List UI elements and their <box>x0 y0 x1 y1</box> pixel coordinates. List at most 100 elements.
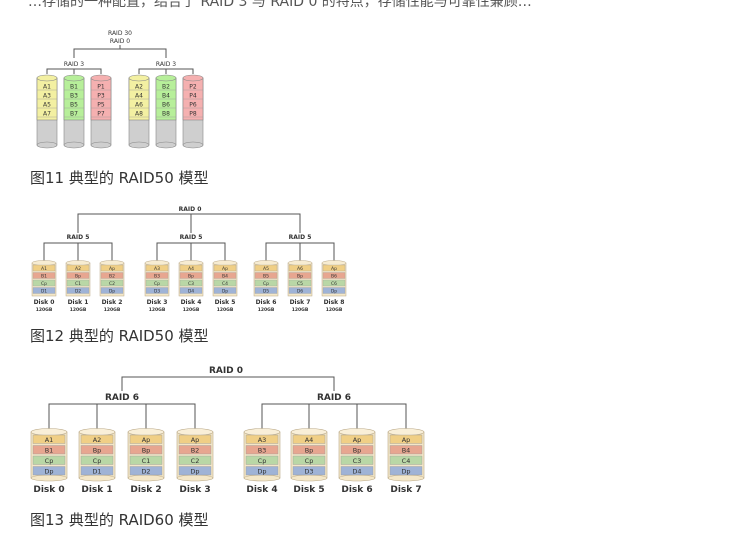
group-label: RAID 5 <box>67 234 90 241</box>
disk-size: 120GB <box>292 307 309 313</box>
block-label: Dp <box>44 468 53 476</box>
block <box>254 272 278 279</box>
block-label: B5 <box>263 274 269 280</box>
disk-bottom <box>90 141 112 149</box>
block <box>145 287 169 294</box>
block <box>292 455 326 465</box>
block-label: B2 <box>109 274 115 280</box>
block-label: Bp <box>297 274 303 280</box>
disk-size: 120GB <box>326 307 343 313</box>
disk-top <box>128 74 150 82</box>
block-label: A4 <box>188 266 194 272</box>
block <box>145 264 169 272</box>
disk-name: Disk 7 <box>290 299 311 306</box>
disk-bottom <box>127 474 165 482</box>
group-label: RAID 5 <box>289 234 312 241</box>
block-label: Ap <box>353 436 362 444</box>
block <box>32 455 66 465</box>
block-label: P1 <box>97 84 105 91</box>
block <box>340 445 374 455</box>
disk-size: 120GB <box>183 307 200 313</box>
top-text: …存储的一种配置，结合了 RAID 3 与 RAID 0 的特点，存储性能与可靠… <box>28 0 532 10</box>
block <box>179 287 203 294</box>
block <box>245 466 279 476</box>
block <box>322 287 346 294</box>
disk-name: Disk 5 <box>293 485 324 495</box>
disk-bottom <box>387 474 425 482</box>
block-label: Cp <box>258 457 267 465</box>
figure11-caption: 图11 典型的 RAID50 模型 <box>30 169 209 187</box>
block-label: B2 <box>191 447 200 455</box>
block-label: C6 <box>331 281 337 287</box>
block <box>145 272 169 279</box>
block <box>254 264 278 272</box>
block-label: Ap <box>402 436 411 444</box>
block-label: Dp <box>222 289 228 295</box>
block-label: P8 <box>189 111 197 118</box>
block <box>100 287 124 294</box>
disk-name: Disk 2 <box>102 299 123 306</box>
block-label: A2 <box>75 266 81 272</box>
block-label: P6 <box>189 102 197 109</box>
block <box>322 264 346 272</box>
block-label: Bp <box>75 274 81 280</box>
connector-line <box>121 376 335 391</box>
disk-bottom <box>78 474 116 482</box>
block-label: A4 <box>305 436 314 444</box>
block-label: C3 <box>353 457 362 465</box>
block-label: C4 <box>222 281 228 287</box>
block <box>32 434 66 444</box>
disk-bottom <box>338 474 376 482</box>
disk-name: Disk 8 <box>324 299 345 306</box>
block-label: B1 <box>70 84 78 91</box>
block-label: C2 <box>191 457 200 465</box>
block-label: Bp <box>93 447 102 455</box>
block-label: B6 <box>162 102 170 109</box>
root-label: RAID 0 <box>209 366 243 376</box>
block <box>32 287 56 294</box>
root-label: RAID 30 <box>108 30 132 37</box>
block-label: A5 <box>263 266 269 272</box>
block <box>178 455 212 465</box>
block <box>129 434 163 444</box>
disk-top <box>78 428 116 436</box>
block <box>389 466 423 476</box>
disk-size: 120GB <box>217 307 234 313</box>
block-label: Bp <box>353 447 362 455</box>
disk-size: 120GB <box>258 307 275 313</box>
block-label: B6 <box>331 274 337 280</box>
block-label: D2 <box>141 468 150 476</box>
block <box>179 272 203 279</box>
disk-size: 120GB <box>149 307 166 313</box>
block-label: A3 <box>43 93 51 100</box>
block-label: P4 <box>189 93 197 100</box>
block <box>80 466 114 476</box>
group-label: RAID 6 <box>105 393 139 403</box>
block-label: B4 <box>402 447 411 455</box>
block-label: A8 <box>135 111 143 118</box>
block <box>80 455 114 465</box>
disk-name: Disk 5 <box>215 299 236 306</box>
block-label: D5 <box>263 289 269 295</box>
block <box>213 264 237 272</box>
block-label: C1 <box>142 457 151 465</box>
group-label: RAID 3 <box>156 61 176 68</box>
block <box>66 272 90 279</box>
disk-name: Disk 4 <box>246 485 277 495</box>
block <box>100 272 124 279</box>
block <box>340 466 374 476</box>
block-label: D1 <box>41 289 47 295</box>
disk-name: Disk 3 <box>147 299 168 306</box>
block <box>32 264 56 272</box>
block-label: Ap <box>222 266 228 272</box>
group-label: RAID 5 <box>180 234 203 241</box>
